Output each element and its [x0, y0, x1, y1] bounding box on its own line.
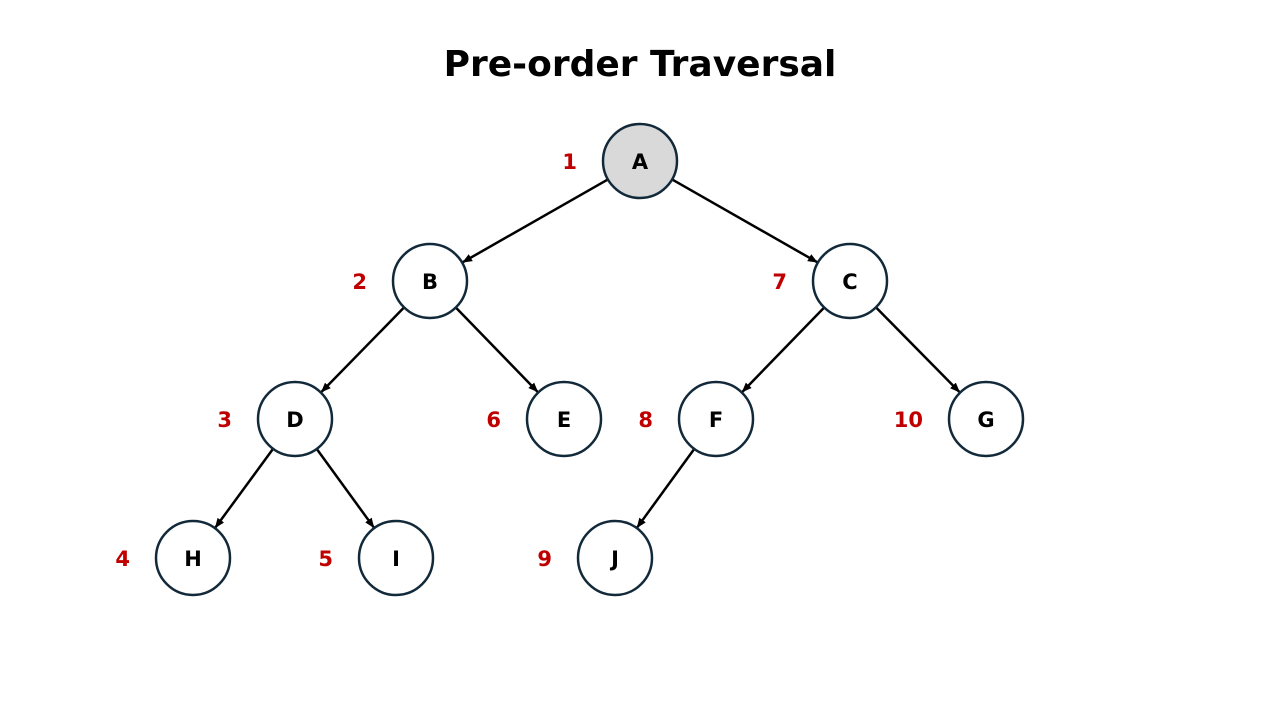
- node-label-h: H: [184, 547, 202, 571]
- edge-b-d: [320, 306, 405, 393]
- tree-node-g: G: [947, 380, 1025, 458]
- node-circle-b: [391, 242, 469, 320]
- edge-c-f: [741, 306, 826, 393]
- edge-c-g: [875, 306, 961, 393]
- node-label-a: A: [632, 150, 649, 174]
- edge-d-i: [315, 448, 375, 529]
- visit-order-c: 7: [772, 270, 787, 294]
- node-circle-h: [154, 519, 232, 597]
- page-title: Pre-order Traversal: [443, 44, 837, 85]
- visit-order-b: 2: [352, 270, 367, 294]
- edges-layer: [214, 178, 961, 529]
- node-label-j: J: [609, 547, 619, 571]
- node-circle-f: [677, 380, 755, 458]
- node-circle-a: [601, 122, 679, 200]
- edge-a-c: [671, 178, 818, 264]
- tree-node-b: B: [391, 242, 469, 320]
- node-label-d: D: [286, 408, 303, 432]
- visit-order-f: 8: [638, 408, 653, 432]
- node-label-e: E: [557, 408, 571, 432]
- edge-a-b: [462, 178, 609, 264]
- node-circle-c: [811, 242, 889, 320]
- tree-node-f: F: [677, 380, 755, 458]
- node-label-f: F: [709, 408, 723, 432]
- order-labels-layer: 1 2 7 3 6 8 10 4 5 9: [115, 150, 923, 571]
- node-label-i: I: [392, 547, 400, 571]
- node-circle-i: [357, 519, 435, 597]
- node-circle-j: [576, 519, 654, 597]
- visit-order-i: 5: [318, 547, 333, 571]
- nodes-layer: A B C D E F G H I J: [154, 122, 1025, 597]
- tree-node-i: I: [357, 519, 435, 597]
- node-circle-g: [947, 380, 1025, 458]
- edge-b-e: [454, 306, 539, 393]
- tree-node-h: H: [154, 519, 232, 597]
- edge-d-h: [214, 448, 275, 529]
- visit-order-j: 9: [537, 547, 552, 571]
- visit-order-e: 6: [486, 408, 501, 432]
- node-circle-e: [525, 380, 603, 458]
- node-label-c: C: [842, 270, 857, 294]
- node-label-b: B: [422, 270, 438, 294]
- edge-f-j: [636, 448, 696, 529]
- node-circle-d: [256, 380, 334, 458]
- tree-node-e: E: [525, 380, 603, 458]
- visit-order-g: 10: [894, 408, 923, 432]
- tree-node-a: A: [601, 122, 679, 200]
- visit-order-d: 3: [217, 408, 232, 432]
- tree-node-d: D: [256, 380, 334, 458]
- visit-order-a: 1: [562, 150, 577, 174]
- tree-node-j: J: [576, 519, 654, 597]
- node-label-g: G: [977, 408, 994, 432]
- tree-node-c: C: [811, 242, 889, 320]
- visit-order-h: 4: [115, 547, 130, 571]
